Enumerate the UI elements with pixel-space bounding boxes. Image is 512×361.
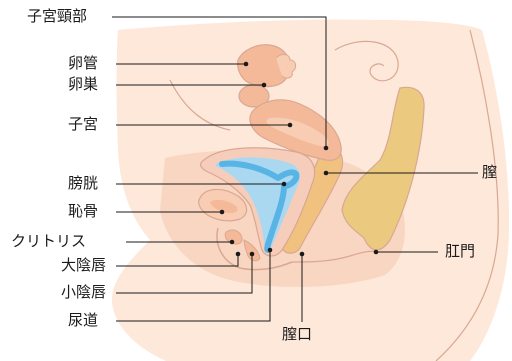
label-pubic-bone: 恥骨 — [68, 202, 99, 220]
label-vaginal-opening: 膣口 — [282, 325, 313, 343]
leader-labia-minora — [116, 254, 253, 294]
dot-cervix — [323, 145, 329, 151]
dot-labia-minora — [249, 251, 255, 257]
dot-uterus — [287, 122, 293, 128]
leader-dots — [219, 61, 379, 257]
fimbriae — [275, 53, 297, 79]
abdomen-contour — [169, 79, 231, 131]
leader-urethra — [116, 250, 271, 322]
dot-bladder — [281, 181, 287, 187]
sacrum-contour — [334, 40, 399, 82]
dot-urethra — [267, 247, 273, 253]
dot-pubic-bone — [219, 209, 225, 215]
rectum — [341, 86, 425, 251]
dot-ovary — [261, 82, 267, 88]
label-bladder: 膀胱 — [68, 174, 99, 192]
dot-vagina — [323, 170, 329, 176]
label-labia-majora: 大陰唇 — [61, 256, 107, 274]
dot-anus — [373, 249, 379, 255]
pubic-bone-core — [210, 199, 238, 214]
clitoris — [224, 229, 243, 245]
dot-fallopian-tube — [243, 61, 249, 67]
dot-labia-majora — [235, 251, 241, 257]
leader-labia-majora — [116, 254, 239, 267]
dot-clitoris — [229, 239, 235, 245]
fallopian-tube — [237, 44, 291, 88]
label-anus: 肛門 — [445, 242, 476, 260]
labia-minora — [243, 239, 261, 262]
label-cervix: 子宮頸部 — [27, 7, 88, 25]
leader-lines — [112, 16, 478, 322]
dot-vaginal-opening — [299, 251, 305, 257]
label-ovary: 卵巣 — [68, 75, 99, 93]
label-clitoris: クリトリス — [11, 232, 87, 250]
label-uterus: 子宮 — [68, 115, 99, 133]
label-urethra: 尿道 — [68, 311, 99, 329]
leader-cervix — [112, 16, 327, 148]
label-vagina: 膣 — [482, 163, 498, 181]
perineum-contour — [291, 250, 379, 263]
label-labia-minora: 小陰唇 — [61, 283, 107, 301]
back-contour — [435, 29, 499, 361]
bladder-channel — [219, 160, 300, 253]
label-fallopian-tube: 卵管 — [68, 54, 99, 72]
